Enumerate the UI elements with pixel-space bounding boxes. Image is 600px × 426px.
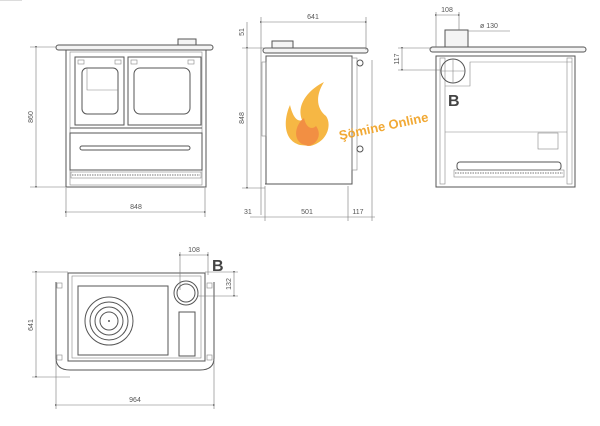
back-offset-dimension: 31 xyxy=(244,209,252,216)
flue-offset-dimension: 108 xyxy=(188,247,200,254)
outlet-label: B xyxy=(448,93,460,110)
width-dimension: 964 xyxy=(129,397,141,404)
rear-view: B 108 ø 130 117 xyxy=(394,7,587,188)
flue-collar xyxy=(271,40,294,49)
top-view: 108 B 132 641 964 xyxy=(28,247,238,409)
flame-icon xyxy=(285,82,329,146)
storage-drawer xyxy=(69,132,203,171)
rail-outline xyxy=(55,282,215,371)
cooktop-rail xyxy=(262,47,369,54)
flue-depth-dimension: 132 xyxy=(226,278,233,290)
width-dimension: 848 xyxy=(130,204,142,211)
hotplate-rings xyxy=(84,296,134,346)
watermark-text: Şömine Online xyxy=(338,109,430,143)
height-dimension: 860 xyxy=(28,111,35,123)
stove-body xyxy=(65,49,207,188)
flue-diameter-dimension: ø 130 xyxy=(480,23,498,30)
flue-drop-dimension: 117 xyxy=(394,53,401,64)
firebox-window xyxy=(81,67,119,115)
ash-drawer xyxy=(456,161,562,171)
firebox-door xyxy=(74,56,125,126)
depth-dimension: 641 xyxy=(307,14,319,21)
flue-height-dimension: 51 xyxy=(239,28,246,36)
oven-door xyxy=(127,56,202,126)
flue-offset-dimension: 108 xyxy=(441,7,453,14)
body-depth-dimension: 501 xyxy=(301,209,313,216)
side-view: 641 51 848 31 501 117 xyxy=(0,0,375,221)
watermark: Şömine Online xyxy=(285,82,430,146)
fuel-hatch xyxy=(178,311,196,357)
cooktop-rail xyxy=(55,44,214,51)
cooktop-rail xyxy=(429,46,587,53)
cooktop-plate xyxy=(67,272,206,362)
ventilation-grille xyxy=(70,171,202,179)
height-dimension: 848 xyxy=(239,112,246,124)
front-offset-dimension: 117 xyxy=(352,209,363,216)
cooking-surface xyxy=(77,285,169,356)
front-view: 860 848 xyxy=(28,38,214,217)
flue-outlet xyxy=(173,280,199,306)
depth-dimension: 641 xyxy=(28,319,35,331)
flue-collar xyxy=(444,29,469,48)
oven-window xyxy=(133,67,191,115)
rear-panel xyxy=(435,55,576,188)
outlet-label: B xyxy=(212,258,224,275)
drawer-handle xyxy=(79,145,191,151)
